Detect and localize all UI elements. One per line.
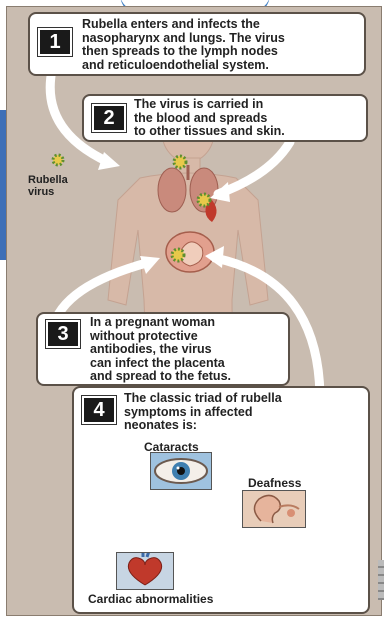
heart-icon xyxy=(117,553,173,589)
ear-photo xyxy=(242,490,306,528)
right-edge-strip xyxy=(378,560,384,600)
step-number-3: 3 xyxy=(46,320,80,348)
eye-icon xyxy=(151,453,211,489)
ear-icon xyxy=(243,491,305,527)
step-text-3: In a pregnant woman without protective a… xyxy=(90,316,231,384)
step-text-2: The virus is carried in the blood and sp… xyxy=(134,98,285,139)
step-number-4: 4 xyxy=(82,396,116,424)
cardiac-label: Cardiac abnormalities xyxy=(88,592,213,606)
heart-photo xyxy=(116,552,174,590)
callout-step-2: 2 The virus is carried in the blood and … xyxy=(82,94,368,142)
step-text-1: Rubella enters and infects the nasophary… xyxy=(82,18,285,72)
rubella-virus-icon xyxy=(48,150,68,170)
virus-label: Rubella virus xyxy=(28,174,68,198)
callout-step-3: 3 In a pregnant woman without protective… xyxy=(36,312,290,386)
step-number-2: 2 xyxy=(92,104,126,132)
step-number-1: 1 xyxy=(38,28,72,56)
deafness-label: Deafness xyxy=(248,476,301,490)
step-text-4: The classic triad of rubella symptoms in… xyxy=(124,392,282,433)
eye-photo xyxy=(150,452,212,490)
callout-step-1: 1 Rubella enters and infects the nasopha… xyxy=(28,12,366,76)
